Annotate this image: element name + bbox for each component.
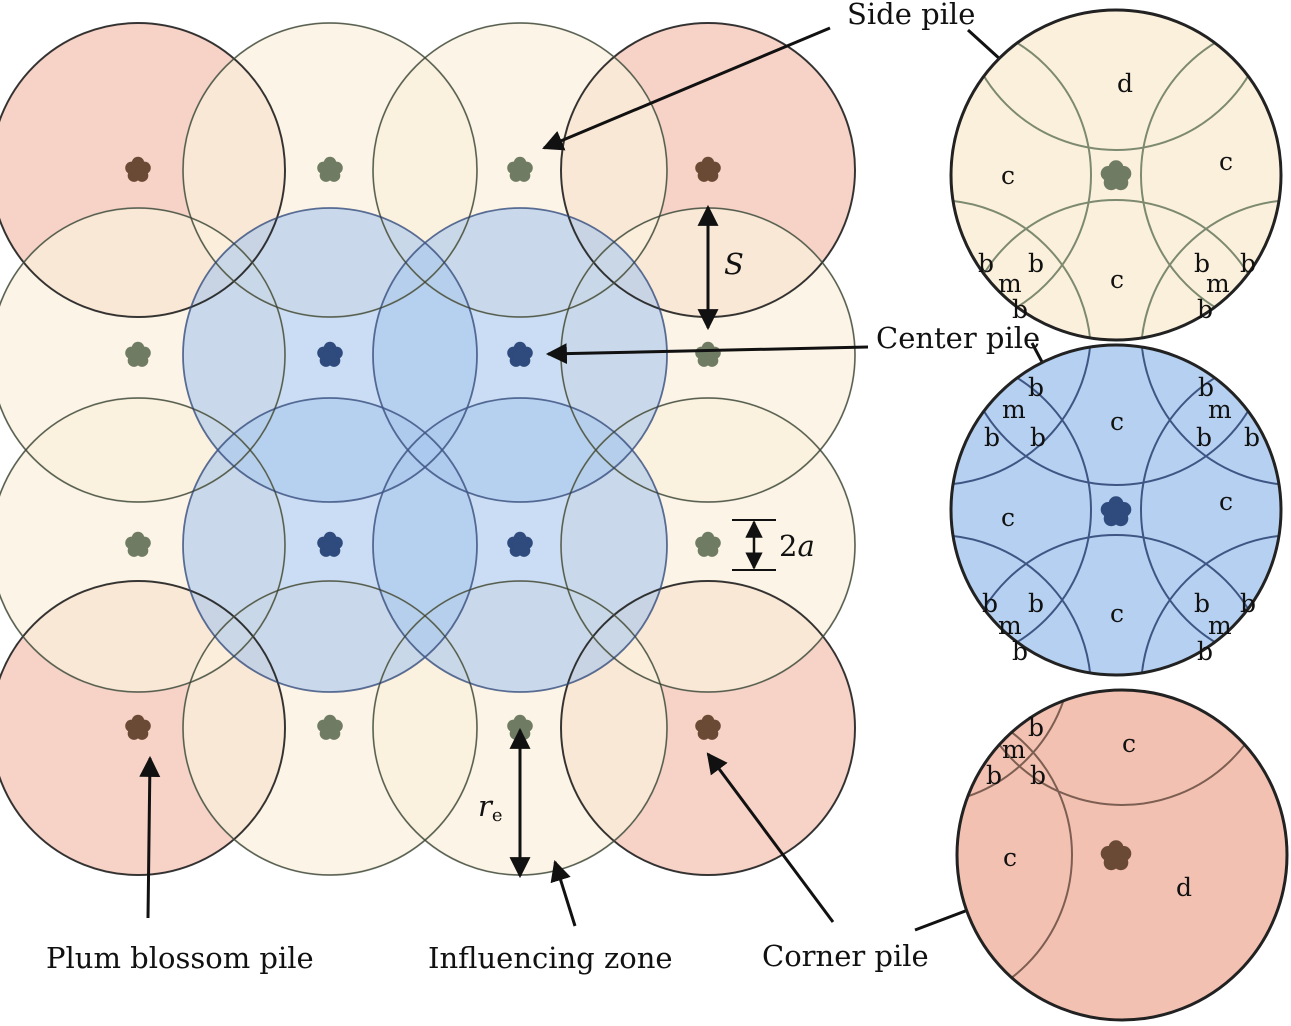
zone-boundary: [560, 397, 856, 693]
influence-zone-grid: [0, 23, 855, 875]
zone-c-right: c: [1219, 147, 1233, 176]
influencing-zone-arrow: [550, 859, 577, 927]
zone-c-bottom: c: [1110, 265, 1124, 294]
zone-b-r1: b: [1194, 249, 1210, 278]
center-pile: [507, 531, 533, 557]
corner-pile-label: Corner pile: [762, 939, 929, 973]
zone-b-br1: b: [1194, 589, 1210, 618]
center-pile: [317, 531, 343, 557]
pile-grid: [125, 156, 721, 740]
center-pile-arrow: [545, 343, 869, 365]
side-pile-icon: [1100, 160, 1132, 191]
zone-c-left: c: [1001, 161, 1015, 190]
diameter-label: 2a: [779, 529, 815, 563]
zone-m: m: [1002, 735, 1026, 764]
corner-pile-detail: c c d b m b b: [955, 688, 1289, 1022]
zone-boundary: [0, 397, 286, 693]
side-pile: [125, 531, 151, 557]
plum-blossom-pile-label: Plum blossom pile: [46, 941, 314, 975]
corner-pile: [695, 714, 721, 740]
zone-boundary: [182, 580, 478, 876]
center-pile-shape: [1100, 496, 1132, 527]
zone-b-1: b: [1028, 713, 1044, 742]
zone-b-tr3: b: [1244, 423, 1260, 452]
corner-pile-shape: [1100, 840, 1132, 871]
center-pile-label: Center pile: [876, 321, 1040, 355]
zone-boundary: [182, 22, 478, 318]
side-pile-shape: [1100, 160, 1132, 191]
side-pile: [125, 341, 151, 367]
zone-b-l3: b: [1012, 295, 1028, 324]
influencing-zone-label: Influencing zone: [428, 941, 673, 975]
zone-b-tl3: b: [1030, 423, 1046, 452]
zone-b-bl1: b: [982, 589, 998, 618]
influence-radius-dimension: re: [478, 727, 531, 879]
corner-pile-icon: [1100, 840, 1132, 871]
zone-d-label: d: [1117, 69, 1133, 98]
zone-m-tl: m: [1002, 395, 1026, 424]
zone-m-bl: m: [998, 611, 1022, 640]
spacing-label: S: [724, 247, 744, 281]
side-pile: [317, 714, 343, 740]
diameter-number: 2: [779, 529, 797, 563]
side-pile: [507, 156, 533, 182]
zone-boundary: [0, 22, 286, 318]
zone-b-tr2: b: [1196, 423, 1212, 452]
zone-c-bottom: c: [1110, 599, 1124, 628]
center-pile: [317, 341, 343, 367]
zone-b-r3: b: [1197, 295, 1213, 324]
center-pile-icon: [1100, 496, 1132, 527]
spacing-dimension: S: [697, 204, 744, 331]
side-pile: [317, 156, 343, 182]
corner-pile: [695, 156, 721, 182]
radius-subscript: e: [492, 805, 503, 826]
zone-b-bl3: b: [1012, 637, 1028, 666]
zone-boundary: [372, 22, 668, 318]
zone-b-3: b: [1030, 761, 1046, 790]
pile-diameter-dimension: 2a: [732, 519, 815, 571]
zone-b-l2: b: [1028, 249, 1044, 278]
zone-m-l: m: [998, 269, 1022, 298]
zone-b-tr1: b: [1198, 373, 1214, 402]
zone-b-tl2: b: [984, 423, 1000, 452]
plum-blossom-arrow: [139, 755, 161, 919]
zone-m-br: m: [1208, 611, 1232, 640]
corner-pile: [125, 156, 151, 182]
side-pile: [695, 531, 721, 557]
zone-b-br3: b: [1197, 637, 1213, 666]
zone-boundary: [0, 580, 286, 876]
zone-b-l1: b: [978, 249, 994, 278]
zone-b-r2: b: [1240, 249, 1256, 278]
radius-label: re: [478, 789, 503, 826]
zone-b-tl1: b: [1028, 373, 1044, 402]
zone-b-br2: b: [1240, 589, 1256, 618]
center-pile-detail: c c c c b m b b b m b b b m b b b m b b: [949, 343, 1283, 677]
zone-c-left: c: [1003, 843, 1017, 872]
zone-m-r: m: [1206, 269, 1230, 298]
zone-boundary: [560, 580, 856, 876]
zone-c-right: c: [1219, 487, 1233, 516]
zone-c-top: c: [1110, 407, 1124, 436]
corner-pile-arrow: [706, 752, 835, 923]
diameter-variable: a: [797, 529, 814, 563]
zone-boundary: [0, 207, 286, 503]
center-zone-outline: [372, 207, 668, 503]
center-zone-outline: [182, 397, 478, 693]
center-pile: [507, 341, 533, 367]
side-pile-label: Side pile: [847, 0, 975, 31]
side-pile-arrow: [542, 26, 831, 151]
side-pile-detail: d c c c b m b b b m b b: [949, 8, 1283, 342]
zone-c-left: c: [1001, 503, 1015, 532]
center-zone-outline: [372, 397, 668, 693]
zone-c-top: c: [1122, 729, 1136, 758]
zone-m-tr: m: [1208, 395, 1232, 424]
center-zone-outline: [182, 207, 478, 503]
zone-d-label: d: [1176, 873, 1192, 902]
zone-b-bl2: b: [1028, 589, 1044, 618]
radius-variable: r: [478, 789, 494, 823]
zone-b-2: b: [986, 761, 1002, 790]
corner-pile: [125, 714, 151, 740]
